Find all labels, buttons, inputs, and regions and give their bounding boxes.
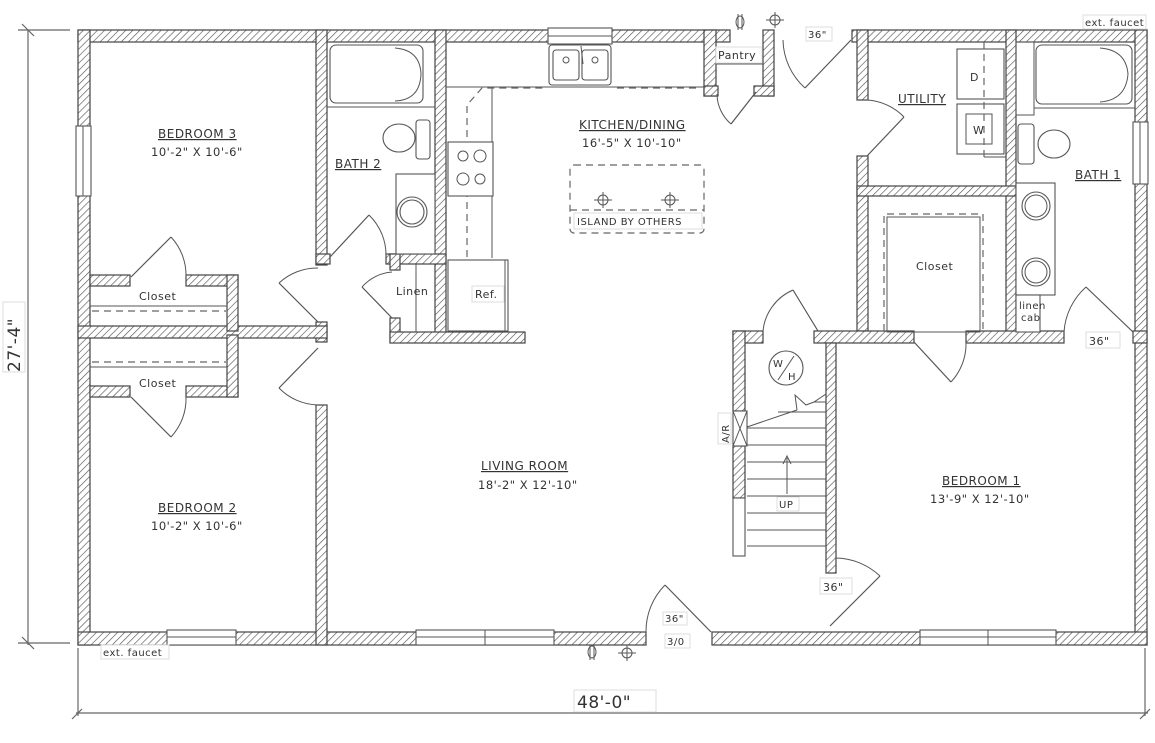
room-size: 18'-2" X 12'-10" — [478, 478, 578, 492]
door-bath2[interactable] — [329, 214, 387, 258]
bath1-fixtures: linen cab — [1015, 41, 1135, 333]
closet-shelves — [90, 213, 984, 368]
dryer-icon — [956, 48, 1005, 100]
room-bath2: BATH 2 — [335, 157, 381, 171]
room-name: BATH 2 — [335, 157, 381, 171]
door-bedroom3-closet[interactable] — [130, 236, 187, 278]
room-name: LIVING ROOM — [481, 459, 568, 473]
room-bath1: BATH 1 — [1075, 168, 1121, 182]
dimension-depth: 27'-4" — [2, 23, 70, 650]
interior-walls-right — [703, 29, 1148, 574]
room-name: KITCHEN/DINING — [579, 118, 686, 132]
closet-label: Closet — [916, 260, 953, 273]
svg-text:H: H — [788, 372, 796, 383]
door-linen[interactable] — [361, 271, 393, 319]
door-front[interactable]: 36" 3/0 — [645, 584, 712, 649]
door-pantry[interactable] — [716, 91, 757, 125]
front-door-code: 3/0 — [667, 637, 685, 648]
door-bedroom2[interactable] — [278, 347, 319, 406]
room-name: BEDROOM 2 — [158, 501, 237, 515]
kitchen-island — [569, 164, 705, 234]
ext-faucet-label: ext. faucet — [1085, 18, 1144, 29]
stairs-up-label: UP — [779, 500, 793, 511]
room-utility: UTILITY — [898, 92, 946, 106]
sink-bath1-icon — [1021, 257, 1051, 287]
linen-cab-label: linen — [1019, 301, 1046, 312]
doors: 36" 36" 36" — [130, 26, 1134, 649]
rear-door-size: 36" — [808, 30, 827, 41]
ref-label: Ref. — [475, 288, 498, 301]
room-name: BEDROOM 3 — [158, 127, 237, 141]
stove-icon — [447, 141, 494, 197]
staircase[interactable]: UP — [746, 393, 827, 547]
windows — [75, 27, 1149, 646]
sink-bath1-icon — [1021, 191, 1051, 221]
room-kitchen: KITCHEN/DINING 16'-5" X 10'-10" — [579, 118, 686, 150]
outlet-icon — [587, 645, 597, 660]
bath1-door-size: 36" — [1089, 335, 1110, 348]
room-name: BEDROOM 1 — [942, 474, 1021, 488]
island-label: ISLAND BY OTHERS — [577, 217, 682, 228]
linen-label: Linen — [396, 285, 428, 298]
light-fixture-icon — [618, 645, 636, 661]
dryer-label: D — [970, 71, 979, 84]
svg-text:W: W — [773, 359, 783, 370]
bathtub-bath1-icon — [1035, 44, 1133, 105]
room-living: LIVING ROOM 18'-2" X 12'-10" — [478, 459, 578, 492]
toilet-bath1-icon — [1037, 129, 1071, 159]
door-utility[interactable] — [866, 99, 905, 157]
closet-label: Closet — [139, 377, 176, 390]
washer-label: W — [973, 124, 984, 137]
linen-cabinet — [1015, 294, 1041, 333]
island-light-icon — [594, 192, 612, 208]
utility-fixtures: D W — [956, 42, 1006, 158]
ext-faucet-label: ext. faucet — [103, 648, 162, 659]
kitchen-fixtures: Ref. ISLAND BY OTHERS Pantry — [446, 44, 763, 332]
room-size: 16'-5" X 10'-10" — [582, 136, 682, 150]
overall-width-label: 48'-0" — [577, 693, 631, 713]
front-door-size: 36" — [665, 614, 684, 625]
door-bedroom1[interactable]: 36" — [819, 557, 881, 627]
room-bedroom3: BEDROOM 3 10'-2" X 10'-6" — [151, 127, 243, 159]
room-labels: BEDROOM 3 10'-2" X 10'-6" BEDROOM 2 10'-… — [139, 92, 1121, 533]
door-bedroom3[interactable] — [278, 267, 319, 323]
closet-label: Closet — [139, 290, 176, 303]
door-bedroom1-closet[interactable] — [913, 341, 967, 383]
pantry-label: Pantry — [718, 49, 756, 62]
bath2-fixtures — [327, 44, 436, 332]
washer-icon — [956, 103, 1005, 155]
light-fixture-icon — [766, 12, 784, 28]
exterior-fixtures: ext. faucet ext. faucet — [100, 12, 1147, 661]
room-name: BATH 1 — [1075, 168, 1121, 182]
dimension-width: 48'-0" — [71, 648, 1151, 720]
air-return-vent: A/R — [717, 410, 748, 447]
room-bedroom2: BEDROOM 2 10'-2" X 10'-6" — [151, 501, 243, 533]
bedroom1-door-size: 36" — [823, 581, 844, 594]
interior-walls-left — [77, 29, 526, 646]
room-bedroom1: BEDROOM 1 13'-9" X 12'-10" — [930, 474, 1030, 506]
water-heater-icon: W H — [768, 350, 804, 386]
overall-depth-label: 27'-4" — [5, 318, 25, 372]
door-bath1[interactable]: 36" — [1063, 286, 1134, 349]
door-rear[interactable]: 36" — [782, 26, 852, 89]
island-light-icon — [661, 192, 679, 208]
room-size: 13'-9" X 12'-10" — [930, 492, 1030, 506]
air-return-label: A/R — [721, 424, 732, 443]
room-size: 10'-2" X 10'-6" — [151, 519, 243, 533]
bathtub-bath2-icon — [329, 44, 424, 104]
door-bedroom2-closet[interactable] — [130, 396, 187, 438]
toilet-bath2-icon — [382, 123, 416, 153]
room-name: UTILITY — [898, 92, 946, 106]
outlet-icon — [735, 14, 745, 30]
door-stair[interactable] — [762, 289, 819, 332]
linen-cab-label-2: cab — [1021, 313, 1040, 324]
room-size: 10'-2" X 10'-6" — [151, 145, 243, 159]
